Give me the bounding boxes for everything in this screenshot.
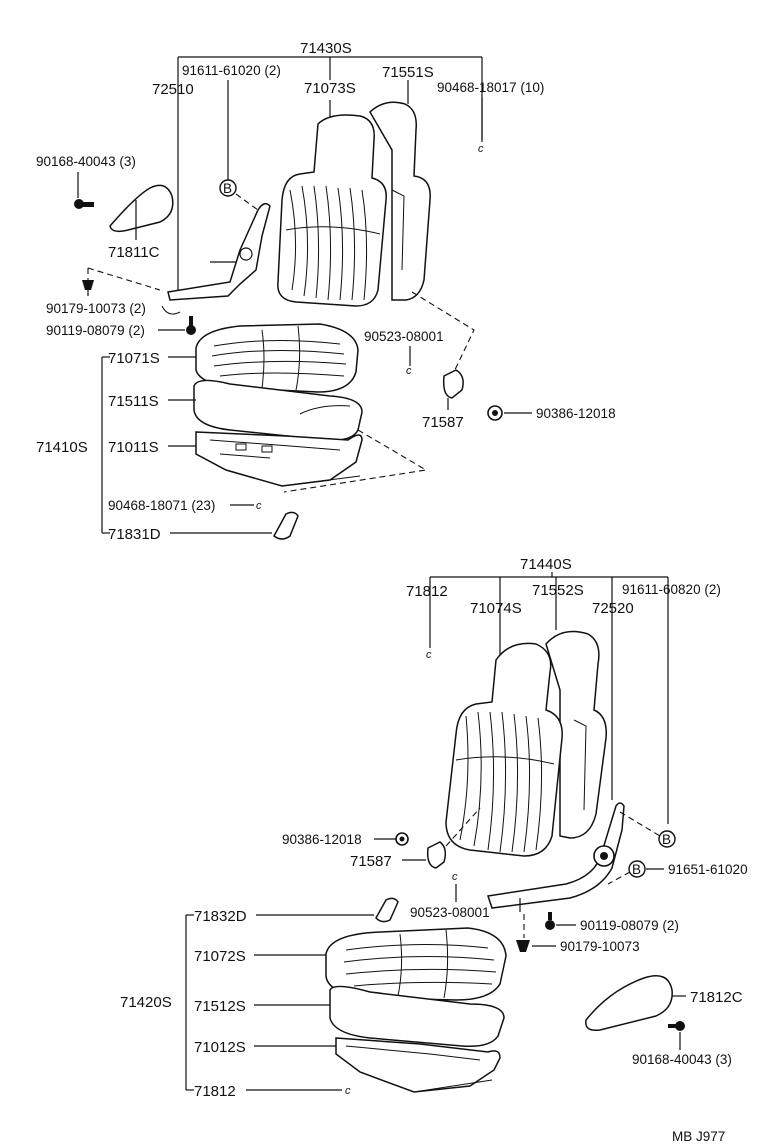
label-91611-61020: 91611-61020 (2) xyxy=(182,63,281,78)
bracket-71587 xyxy=(442,369,464,399)
label-90468-18071: 90468-18071 (23) xyxy=(108,498,215,513)
label-71011S: 71011S xyxy=(108,439,159,456)
cover-71812C xyxy=(585,975,673,1032)
label-71074S: 71074S xyxy=(470,600,522,617)
group-label-71410S: 71410S xyxy=(36,439,88,456)
footer-code: MB J977 xyxy=(672,1129,725,1144)
label-90179-10073-lower: 90179-10073 xyxy=(560,939,640,954)
bolt-90168-40043-lower xyxy=(668,1021,685,1031)
group-label-71420S: 71420S xyxy=(120,994,172,1011)
label-90386-12018-lower: 90386-12018 xyxy=(282,832,362,847)
label-71812C: 71812C xyxy=(690,989,743,1006)
seatback-rear-71552S xyxy=(545,630,607,839)
label-71512S: 71512S xyxy=(194,998,246,1015)
label-71587: 71587 xyxy=(422,414,464,431)
label-90468-18017: 90468-18017 (10) xyxy=(437,80,544,95)
label-91651-61020: 91651-61020 xyxy=(668,862,748,877)
label-71832D: 71832D xyxy=(194,908,247,925)
upper-seat-assembly: 71430S 72510 91611-61020 (2) 71073S 7155… xyxy=(36,40,616,543)
label-71551S: 71551S xyxy=(382,64,434,81)
seatback-stitching xyxy=(285,185,405,301)
cover-71811C xyxy=(109,184,174,233)
seatback-stitching-lower xyxy=(455,711,587,853)
ref-marker-b-lower: B xyxy=(658,830,676,848)
cushion-frame-71011S xyxy=(195,431,363,487)
lower-seat-assembly: 71440S 71812 c 71074S 71552S 72520 91611… xyxy=(120,556,748,1100)
label-71071S: 71071S xyxy=(108,350,160,367)
label-72520: 72520 xyxy=(592,600,634,617)
cushion-pad-71512S xyxy=(329,985,505,1048)
recliner-72520 xyxy=(487,802,625,909)
label-90386-12018: 90386-12018 xyxy=(536,406,616,421)
label-90523-08001: 90523-08001 xyxy=(364,329,444,344)
label-71587-lower: 71587 xyxy=(350,853,392,870)
label-90119-08079-lower: 90119-08079 (2) xyxy=(580,918,679,933)
cushion-stitching-lower xyxy=(343,929,497,999)
label-71072S: 71072S xyxy=(194,948,246,965)
label-71831D: 71831D xyxy=(108,526,161,543)
label-71812-top: 71812 xyxy=(406,583,448,600)
label-90168-40043: 90168-40043 (3) xyxy=(36,154,136,169)
nut-90179-10073 xyxy=(82,280,94,290)
label-90523-08001-lower: 90523-08001 xyxy=(410,905,490,920)
bolt-90119-08079 xyxy=(186,316,196,335)
group-label-71430S: 71430S xyxy=(300,40,352,57)
label-71073S: 71073S xyxy=(304,80,356,97)
cover-71831D xyxy=(273,511,299,540)
clip-marker-5: c xyxy=(452,871,458,883)
seatback-front-71073S xyxy=(277,114,387,307)
svg-text:B: B xyxy=(223,181,232,196)
clip-marker-3: c xyxy=(406,365,412,377)
label-71811C: 71811C xyxy=(108,244,160,261)
ref-marker-b-lower-2: B xyxy=(628,860,646,878)
ref-marker-b: B xyxy=(219,179,237,197)
group-label-71440S: 71440S xyxy=(520,556,572,573)
label-90179-10073: 90179-10073 (2) xyxy=(46,301,146,316)
label-90119-08079: 90119-08079 (2) xyxy=(46,323,145,338)
nut-90179-10073-lower xyxy=(516,940,530,952)
svg-text:B: B xyxy=(632,862,641,877)
seatback-front-71074S xyxy=(445,642,563,857)
cushion-stitching xyxy=(211,325,347,391)
bolt-90168-40043 xyxy=(74,199,94,209)
bolt-90119-08079-lower xyxy=(545,912,555,930)
clip-marker-2: c xyxy=(256,500,262,512)
label-72510: 72510 xyxy=(152,81,194,98)
label-90168-40043-lower: 90168-40043 (3) xyxy=(632,1052,732,1067)
label-91611-60820: 91611-60820 (2) xyxy=(622,582,721,597)
frame-detail xyxy=(209,439,361,487)
clip-marker: c xyxy=(478,143,484,155)
clip-marker-4: c xyxy=(426,649,432,661)
clip-marker-6: c xyxy=(345,1085,351,1097)
svg-text:B: B xyxy=(662,832,671,847)
frame-detail-lower xyxy=(345,1045,493,1093)
label-71012S: 71012S xyxy=(194,1039,246,1056)
label-71812: 71812 xyxy=(194,1083,236,1100)
bracket-71587-lower xyxy=(426,841,447,869)
cover-71832D xyxy=(375,897,399,923)
label-71552S: 71552S xyxy=(532,582,584,599)
label-71511S: 71511S xyxy=(108,393,159,410)
nut-90386-12018 xyxy=(487,405,503,421)
nut-90386-12018-lower xyxy=(395,832,409,846)
recliner-72510 xyxy=(167,203,271,301)
